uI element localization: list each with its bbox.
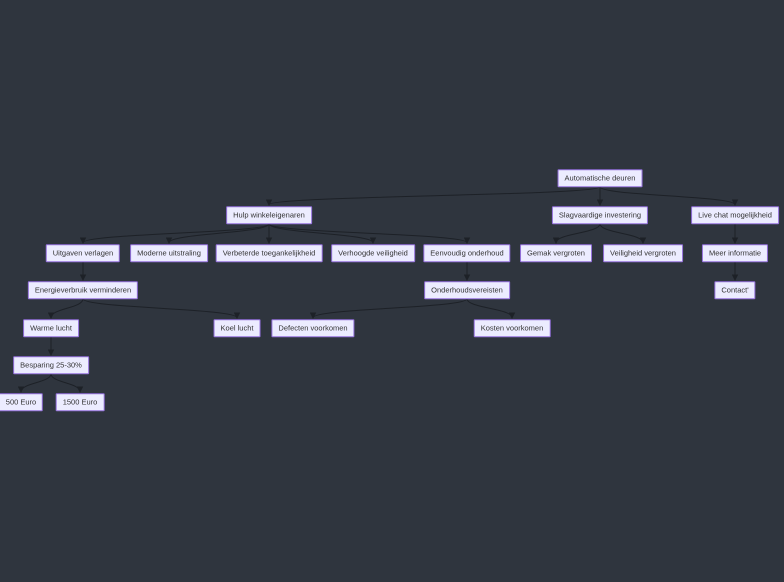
diagram-node-toegank: Verbeterde toegankelijkheid bbox=[215, 244, 323, 262]
edge-hulp-onderhoud bbox=[268, 223, 471, 245]
edge-root-hulp bbox=[265, 186, 601, 207]
edge-hulp-moderne bbox=[165, 223, 270, 245]
edge-energie-koel bbox=[82, 298, 241, 320]
edge-hulp-veilig bbox=[268, 223, 377, 245]
diagram-node-uitgaven: Uitgaven verlagen bbox=[45, 244, 121, 262]
edge-besparing-e1500 bbox=[50, 373, 84, 394]
diagram-node-root: Automatische deuren bbox=[557, 169, 643, 187]
diagram-node-e1500: 1500 Euro bbox=[55, 393, 105, 411]
edge-root-chat bbox=[599, 186, 739, 207]
diagram-node-e500: 500 Euro bbox=[0, 393, 44, 411]
edge-besparing-e500 bbox=[17, 373, 52, 394]
edge-vereisten-kosten bbox=[466, 298, 516, 320]
diagram-node-onderhoud: Eenvoudig onderhoud bbox=[423, 244, 511, 262]
diagram-node-kosten: Kosten voorkomen bbox=[473, 319, 551, 337]
edge-slag-veiligv bbox=[599, 223, 647, 245]
diagram-node-meerinfo: Meer informatie bbox=[701, 244, 769, 262]
diagram-node-slag: Slagvaardige investering bbox=[551, 206, 649, 224]
diagram-node-gemak: Gemak vergroten bbox=[520, 244, 592, 262]
edge-hulp-uitgaven bbox=[79, 223, 270, 245]
diagram-node-chat: Live chat mogelijkheid bbox=[691, 206, 779, 224]
diagram-node-hulp: Hulp winkeleigenaren bbox=[226, 206, 312, 224]
diagram-node-besparing: Besparing 25-30% bbox=[13, 356, 89, 374]
diagram-node-veiligv: Veiligheid vergroten bbox=[603, 244, 683, 262]
edge-vereisten-defecten bbox=[309, 298, 468, 320]
diagram-node-defecten: Defecten voorkomen bbox=[271, 319, 355, 337]
diagram-node-koel: Koel lucht bbox=[213, 319, 261, 337]
diagram-node-contact: Contact' bbox=[714, 281, 756, 299]
diagram-node-moderne: Moderne uitstraling bbox=[130, 244, 208, 262]
diagram-node-energie: Energieverbruik verminderen bbox=[27, 281, 139, 299]
edge-energie-warme bbox=[47, 298, 84, 320]
edge-slag-gemak bbox=[552, 223, 601, 245]
diagram-node-veilig: Verhoogde veiligheid bbox=[331, 244, 415, 262]
diagram-node-vereisten: Onderhoudsvereisten bbox=[424, 281, 510, 299]
diagram-node-warme: Warme lucht bbox=[23, 319, 79, 337]
